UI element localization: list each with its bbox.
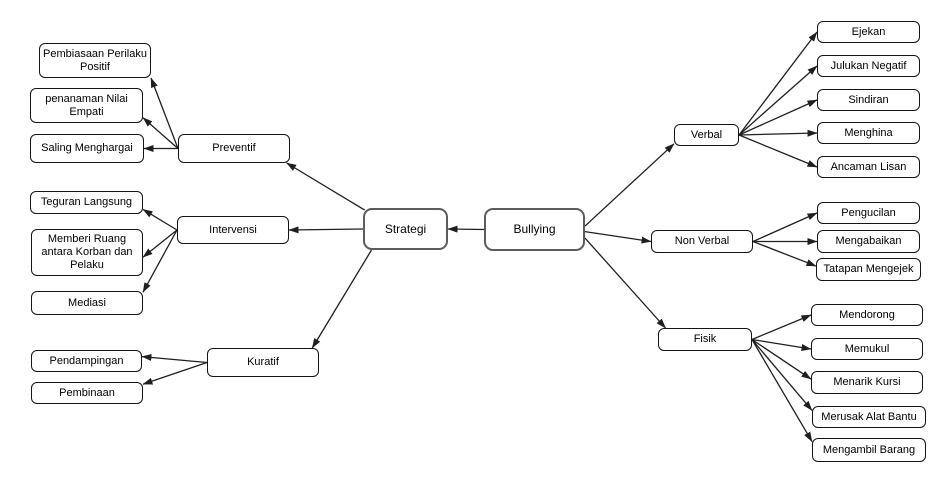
edge-verbal-ejekan [738, 31, 818, 136]
node-label: Pendampingan [49, 354, 124, 367]
node-label: Strategi [384, 221, 427, 236]
node-label: Mediasi [68, 296, 106, 309]
edge-kuratif-pendampingan [141, 353, 208, 364]
edge-verbal-sindiran [738, 99, 818, 136]
node-label: Julukan Negatif [830, 59, 907, 72]
node-ancaman-lisan: Ancaman Lisan [817, 156, 920, 178]
edge-fisik-merusak-alat-bantu [751, 339, 813, 411]
edge-fisik-mengambil-barang [751, 339, 813, 443]
node-pendampingan: Pendampingan [31, 350, 142, 372]
node-label: Ejekan [851, 25, 886, 38]
node-menarik-kursi: Menarik Kursi [811, 371, 923, 394]
edge-strategi-kuratif [311, 249, 373, 349]
node-julukan-negatif: Julukan Negatif [817, 55, 920, 77]
node-sindiran: Sindiran [817, 89, 920, 111]
node-label: Memukul [844, 342, 890, 355]
node-non-verbal: Non Verbal [651, 230, 753, 253]
node-fisik: Fisik [658, 328, 752, 351]
edge-bullying-fisik [584, 237, 667, 329]
node-label: Mendorong [839, 308, 895, 321]
edges-group [141, 31, 818, 443]
node-pembiasaan-perilaku-positif: Pembiasaan Perilaku Positif [39, 43, 151, 78]
node-label: Tatapan Mengejek [823, 263, 914, 276]
node-label: Pembinaan [59, 386, 115, 399]
node-label: Menghina [844, 126, 893, 139]
edge-fisik-menarik-kursi [751, 338, 812, 380]
node-memberi-ruang: Memberi Ruang antara Korban dan Pelaku [31, 229, 143, 276]
edge-fisik-mendorong [751, 314, 812, 341]
node-label: Merusak Alat Bantu [821, 410, 917, 423]
node-pengucilan: Pengucilan [817, 202, 920, 224]
node-teguran-langsung: Teguran Langsung [30, 191, 143, 214]
edge-intervensi-mediasi [142, 229, 178, 293]
edge-intervensi-memberi-ruang [142, 229, 178, 258]
node-bullying: Bullying [484, 208, 585, 251]
node-label: Sindiran [848, 93, 889, 106]
edge-preventif-pembiasaan-perilaku-positif [150, 77, 179, 149]
node-pembinaan: Pembinaan [31, 382, 143, 404]
node-preventif: Preventif [178, 134, 290, 163]
edge-preventif-penanaman-nilai-empati [142, 117, 179, 149]
node-saling-menghargai: Saling Menghargai [30, 134, 144, 163]
edge-non-verbal-tatapan-mengejek [752, 240, 817, 267]
edge-bullying-non-verbal [584, 231, 652, 244]
edge-verbal-julukan-negatif [738, 65, 818, 136]
node-label: Fisik [693, 333, 717, 346]
edge-verbal-ancaman-lisan [738, 134, 818, 168]
node-mengabaikan: Mengabaikan [817, 230, 920, 253]
node-strategi: Strategi [363, 208, 448, 250]
node-label: Preventif [212, 142, 256, 155]
node-kuratif: Kuratif [207, 348, 319, 377]
node-penanaman-nilai-empati: penanaman Nilai Empati [30, 88, 143, 123]
node-verbal: Verbal [674, 124, 739, 146]
node-ejekan: Ejekan [817, 21, 920, 43]
node-mengambil-barang: Mengambil Barang [812, 438, 926, 462]
node-label: Bullying [513, 222, 556, 237]
node-tatapan-mengejek: Tatapan Mengejek [816, 258, 921, 281]
node-intervensi: Intervensi [177, 216, 289, 244]
edge-kuratif-pembinaan [142, 361, 208, 385]
node-label: Mengambil Barang [822, 443, 916, 456]
node-label: Pengucilan [841, 206, 896, 219]
node-label: Non Verbal [674, 235, 730, 248]
node-merusak-alat-bantu: Merusak Alat Bantu [812, 406, 926, 428]
edge-intervensi-teguran-langsung [142, 208, 178, 231]
node-label: Verbal [690, 128, 723, 141]
edge-strategi-intervensi [288, 226, 364, 234]
edge-strategi-preventif [286, 162, 366, 211]
node-label: Mengabaikan [835, 235, 902, 248]
node-label: Kuratif [247, 356, 279, 369]
edge-verbal-menghina [738, 129, 818, 137]
node-label: Intervensi [209, 223, 257, 236]
node-label: Ancaman Lisan [830, 160, 907, 173]
node-mediasi: Mediasi [31, 291, 143, 315]
node-menghina: Menghina [817, 122, 920, 144]
edge-non-verbal-pengucilan [752, 212, 818, 243]
node-label: Saling Menghargai [41, 142, 133, 155]
node-mendorong: Mendorong [811, 304, 923, 326]
node-label: Teguran Langsung [40, 196, 133, 209]
node-label: Memberi Ruang antara Korban dan Pelaku [41, 233, 133, 271]
edge-fisik-memukul [751, 338, 812, 351]
node-memukul: Memukul [811, 338, 923, 360]
node-label: Menarik Kursi [833, 376, 901, 389]
node-label: penanaman Nilai Empati [45, 92, 128, 118]
edge-bullying-verbal [584, 143, 675, 227]
edge-bullying-strategi [447, 225, 485, 233]
node-label: Pembiasaan Perilaku Positif [43, 47, 147, 73]
